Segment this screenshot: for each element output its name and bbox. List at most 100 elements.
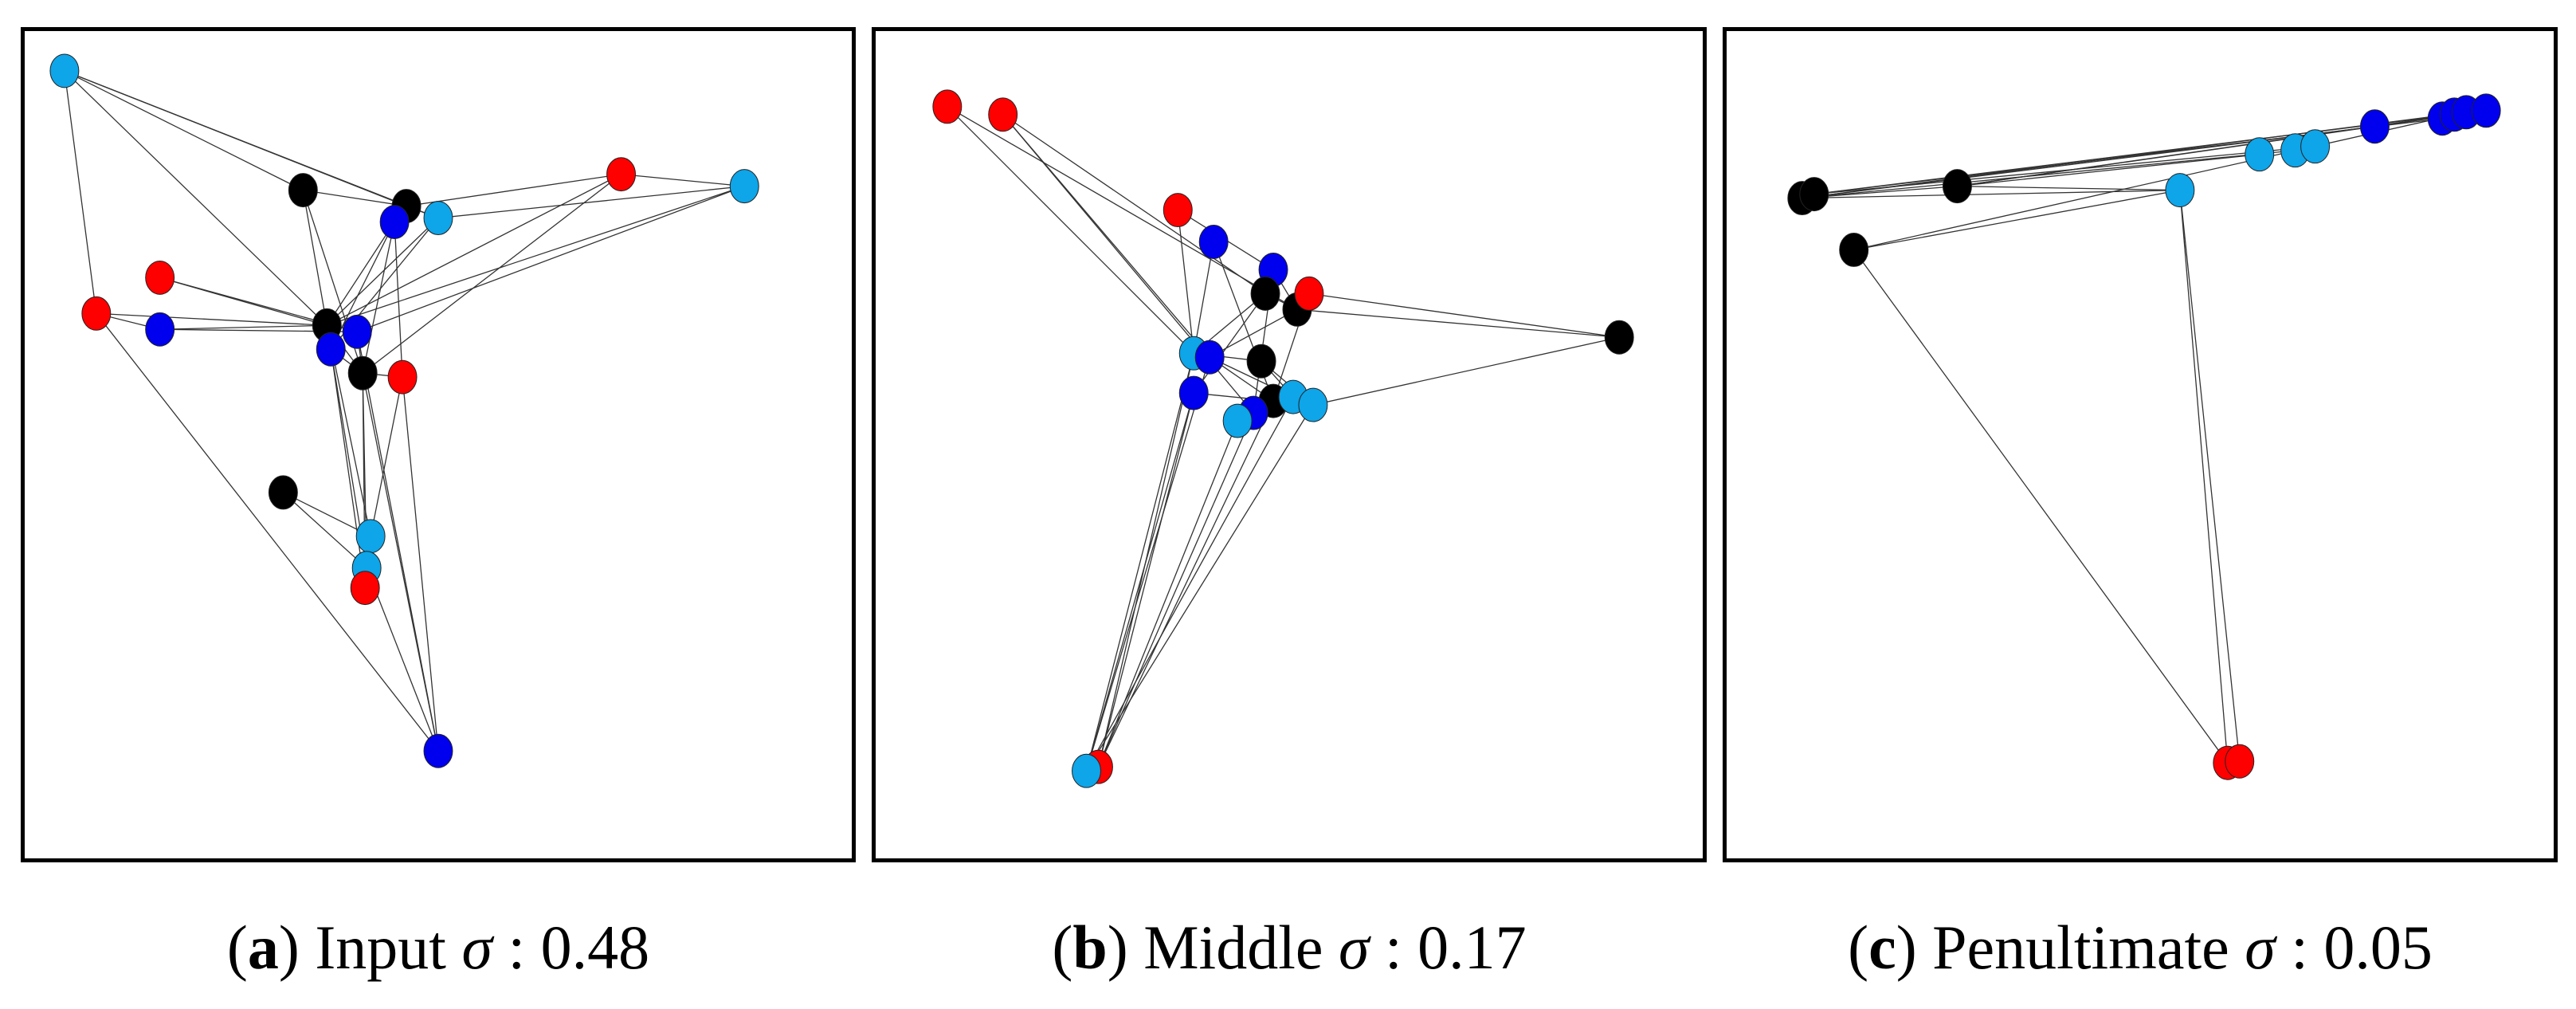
graph-node-red <box>932 89 963 124</box>
graph-edge <box>1193 292 1266 394</box>
graph-node-red <box>606 157 637 192</box>
graph-edge <box>947 106 1194 354</box>
graph-node-black <box>268 475 298 510</box>
caption-letter: b <box>1072 913 1108 982</box>
graph-edge <box>64 70 97 314</box>
graph-edge <box>327 186 745 326</box>
graph-node-cyan <box>1298 387 1328 422</box>
graph-edge <box>1813 146 2315 195</box>
graph-edge <box>330 349 366 588</box>
graph-edge <box>1193 241 1214 354</box>
graph-edge <box>1802 150 2296 199</box>
graph-node-blue <box>423 733 453 768</box>
graph-edge <box>370 377 403 536</box>
graph-edge <box>621 174 745 187</box>
caption-label: Input <box>315 913 446 982</box>
graph-edge <box>303 189 407 207</box>
graph-edge <box>1957 185 2180 191</box>
graph-node-blue <box>145 312 175 347</box>
graph-edge <box>402 377 439 752</box>
nodes <box>1787 93 2501 780</box>
caption-sep: : <box>508 913 526 982</box>
graph-node-red <box>988 97 1018 132</box>
graph-edge <box>362 174 621 374</box>
edges <box>64 70 745 752</box>
nodes <box>932 89 1634 788</box>
graph-edge <box>1308 292 1620 338</box>
graph-node-blue <box>379 205 410 239</box>
caption-value: 0.17 <box>1417 913 1527 982</box>
graph-node-red <box>387 359 418 395</box>
graph-edge <box>406 174 621 207</box>
graph-edge <box>1957 154 2260 187</box>
graph-edge <box>366 567 439 752</box>
graph-edge <box>1097 400 1274 768</box>
graph-node-blue <box>342 314 372 349</box>
graph-edge <box>64 70 304 191</box>
graph-node-blue <box>316 332 346 367</box>
graph-edge <box>1097 392 1194 768</box>
graph-node-cyan <box>423 201 453 236</box>
graph-edge <box>362 222 395 374</box>
graph-edge <box>96 312 327 326</box>
graph-edge <box>326 218 439 326</box>
graph-node-cyan <box>2245 137 2275 172</box>
graph-edge <box>1085 357 1210 771</box>
graph-node-blue <box>2359 109 2390 144</box>
graph-edge <box>356 186 745 332</box>
caption-label: Penultimate <box>1932 913 2229 982</box>
graph-edge <box>302 190 327 326</box>
graph-a <box>49 53 759 768</box>
caption-letter: c <box>1868 913 1896 982</box>
nodes <box>49 53 759 768</box>
graph-edge <box>326 174 621 326</box>
graph-edge <box>1853 189 2181 251</box>
graph-edge <box>330 222 395 350</box>
graph-edge <box>282 492 367 569</box>
graph-node-red <box>81 296 112 331</box>
graph-node-cyan <box>729 169 759 204</box>
edges <box>1802 110 2487 764</box>
graph-edge <box>2179 190 2241 762</box>
graph-node-black <box>288 173 318 208</box>
graph-edge <box>1002 114 1266 294</box>
graph-node-black <box>1604 320 1634 355</box>
graph-edge <box>96 312 439 752</box>
graph-node-blue <box>1194 340 1225 375</box>
graph-edge <box>1085 396 1294 771</box>
graph-node-red <box>350 571 380 606</box>
graph-b <box>932 89 1634 788</box>
sigma-symbol: σ <box>2245 913 2276 982</box>
graph-edge <box>1209 308 1298 358</box>
sigma-symbol: σ <box>1339 913 1370 982</box>
graph-edge <box>326 222 395 326</box>
caption-letter: a <box>247 913 279 982</box>
caption-value: 0.05 <box>2323 913 2433 982</box>
graph-node-black <box>347 355 378 391</box>
panel-a <box>21 27 856 862</box>
graph-edge <box>356 332 439 752</box>
graph-node-cyan <box>49 53 80 88</box>
caption-sep: : <box>2291 913 2308 982</box>
graph-node-red <box>2225 744 2255 779</box>
graph-node-red <box>145 260 175 295</box>
caption-c: (c) Penultimate σ : 0.05 <box>1848 913 2433 982</box>
graph-node-cyan <box>1222 403 1253 438</box>
sigma-symbol: σ <box>461 913 492 982</box>
graph-edge <box>437 185 745 219</box>
graph-node-blue <box>1178 375 1209 410</box>
graph-edge <box>1296 308 1620 338</box>
graph-node-red <box>1163 193 1193 228</box>
caption-value: 0.48 <box>540 913 650 982</box>
caption-sep: : <box>1384 913 1402 982</box>
graph-edge <box>1085 353 1194 771</box>
graph-node-red <box>1294 276 1324 311</box>
graph-edge <box>1177 210 1194 354</box>
edges <box>947 106 1620 771</box>
graph-node-cyan <box>355 519 386 554</box>
panel-b <box>872 27 1707 862</box>
graph-node-cyan <box>2165 173 2195 208</box>
graph-edge <box>64 70 327 326</box>
graph-edge <box>1802 189 2180 199</box>
graph-edge <box>1085 404 1314 771</box>
